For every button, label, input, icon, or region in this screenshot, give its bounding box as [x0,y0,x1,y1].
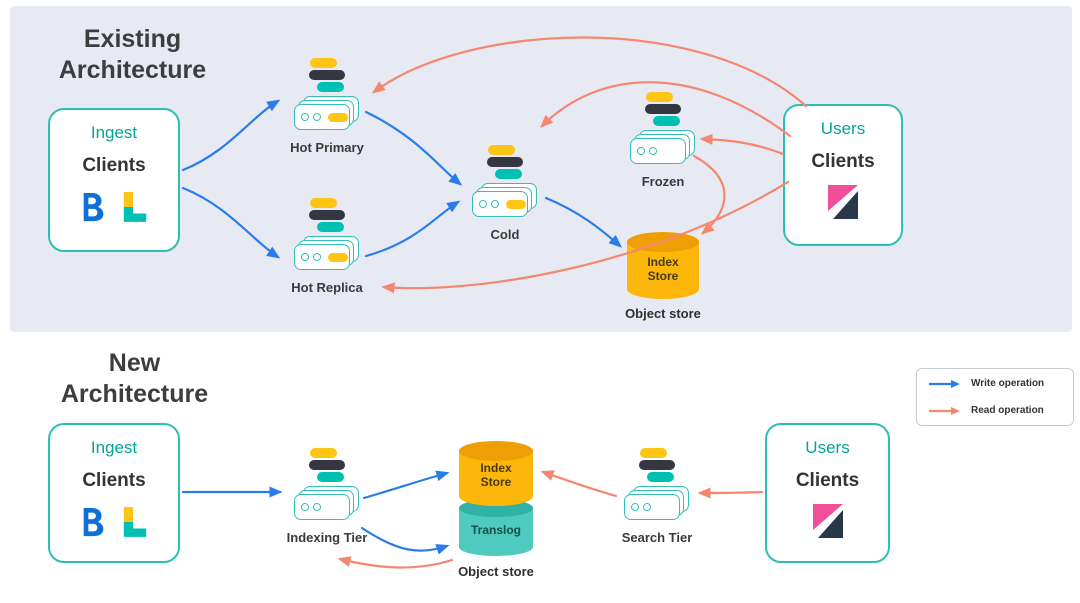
legend-read-label: Read operation [971,405,1044,416]
legend-write-label: Write operation [971,378,1045,389]
write-arrow-indexing-tier-to-translog [360,526,450,555]
shard-stack-icon [294,96,360,132]
read-arrow-icon [929,406,960,415]
node-label: Frozen [641,174,685,189]
logstash-icon [121,191,149,228]
ingest-logos [79,191,149,228]
elasticsearch-icon [645,92,681,126]
read-arrow-users-to-search-tier [697,487,764,499]
new-architecture-title: New Architecture [60,349,209,408]
shard-stack-icon [472,183,538,219]
index-store-label: Index Store [480,461,512,489]
beats-icon [79,506,109,543]
logstash-icon [121,506,149,543]
index-store-label: Index Store [647,255,679,283]
cold-node: Cold [459,145,551,242]
read-arrow-translog-to-indexing-tier [337,556,454,569]
ingest-label: Ingest [90,438,138,457]
ingest-logos [79,506,149,543]
hot-replica-node: Hot Replica [281,198,373,295]
elasticsearch-icon [309,448,345,482]
existing-ingest-clients-box: Ingest Clients [48,108,180,252]
clients-label: Clients [795,470,860,491]
legend: Write operation Read operation [916,368,1074,426]
elasticsearch-icon [309,198,345,232]
elasticsearch-icon [639,448,675,482]
indexing-tier-node: Indexing Tier [281,448,373,545]
users-label: Users [820,119,866,138]
legend-write-row: Write operation [927,378,1063,389]
clients-label: Clients [82,155,146,176]
existing-users-clients-box: Users Clients [783,104,903,246]
write-arrow-icon [929,379,960,388]
shard-stack-icon [294,236,360,272]
node-label: Search Tier [621,530,693,545]
translog-label: Translog [470,523,521,537]
frozen-node: Frozen [617,92,709,189]
clients-label: Clients [811,151,875,172]
shard-stack-icon [294,486,360,522]
shard-stack-icon [630,130,696,166]
kibana-icon [825,184,861,225]
elasticsearch-icon [487,145,523,179]
new-index-store-cylinder: Index Store [458,440,534,508]
new-ingest-clients-box: Ingest Clients [48,423,180,563]
node-label: Hot Primary [290,140,364,155]
node-label: Indexing Tier [286,530,368,545]
hot-primary-node: Hot Primary [281,58,373,155]
clients-label: Clients [82,470,146,491]
search-tier-node: Search Tier [611,448,703,545]
new-users-clients-box: Users Clients [765,423,890,563]
object-store-caption: Object store [625,306,701,321]
legend-read-row: Read operation [927,405,1063,416]
kibana-icon [810,503,846,544]
ingest-label: Ingest [90,123,138,142]
elasticsearch-icon [309,58,345,92]
read-arrow-search-tier-to-index-store [540,470,618,498]
new-object-store-caption: Object store [458,564,534,579]
node-label: Hot Replica [291,280,363,295]
existing-architecture-title: Existing Architecture [58,25,207,84]
index-store-cylinder: Index Store [626,230,700,302]
beats-icon [79,191,109,228]
node-label: Cold [490,227,520,242]
shard-stack-icon [624,486,690,522]
write-arrow-indexing-tier-to-index-store [362,470,450,500]
users-label: Users [805,438,850,457]
